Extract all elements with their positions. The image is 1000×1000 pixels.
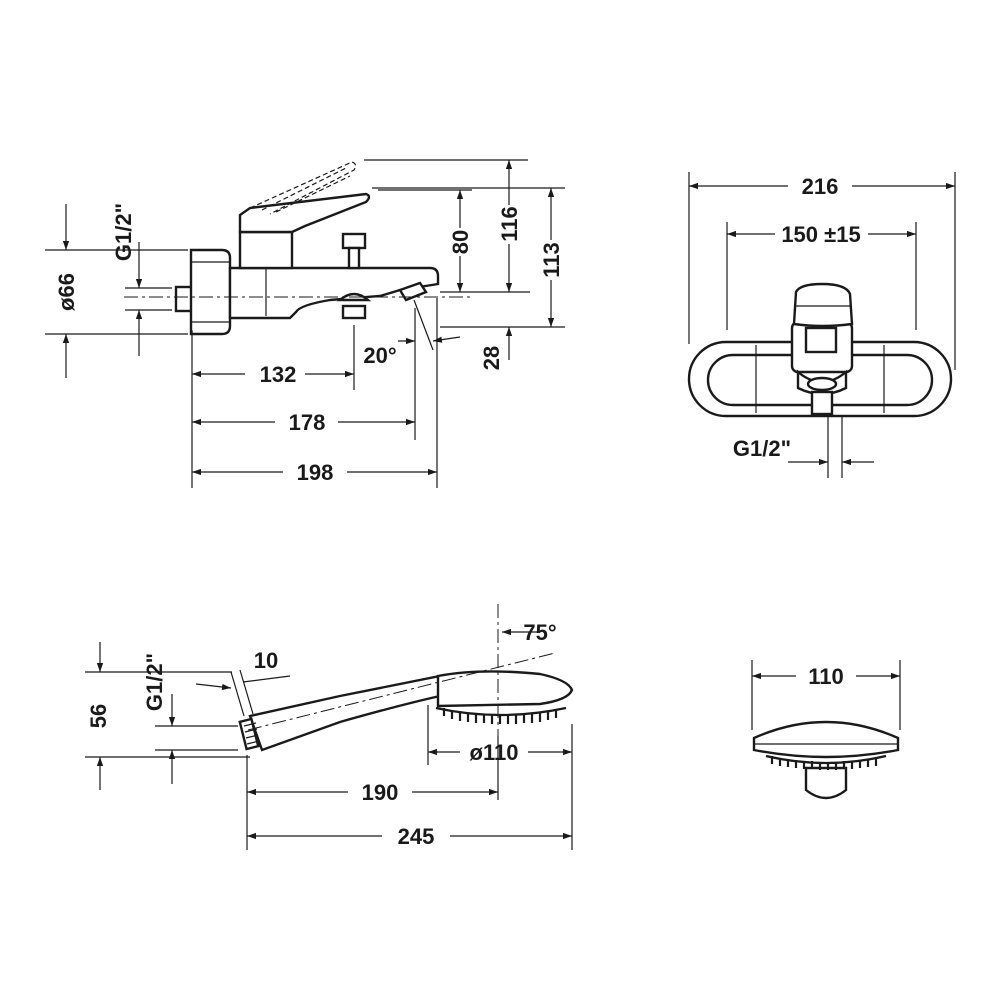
nozzle-row	[442, 708, 558, 724]
hand-shower-handle	[248, 674, 442, 752]
dim-head-front-110: 110	[808, 664, 844, 689]
dim-hand-thread: G1/2"	[142, 653, 167, 711]
dim-front-thread: G1/2"	[733, 436, 791, 461]
lever-front	[792, 282, 854, 328]
dim-angle-20: 20°	[363, 343, 396, 368]
cartridge-housing	[238, 230, 294, 270]
dim-angle-75: 75°	[523, 620, 556, 645]
outlet-front	[810, 390, 834, 416]
lever-handle	[238, 192, 371, 234]
shower-head-front-face	[752, 720, 900, 759]
lever-alt-position	[249, 161, 357, 215]
shower-stem	[804, 766, 848, 800]
hand-shower-head	[436, 670, 574, 708]
mixer-front-body	[687, 282, 953, 478]
nozzle-face	[435, 706, 567, 717]
dim-connection-thread: G1/2"	[111, 203, 136, 261]
side-view: ø66 G1/2" 80 116 113 28 20° 132 178	[45, 159, 565, 488]
dim-132: 132	[260, 362, 297, 387]
dim-150-tolerance: 150 ±15	[781, 222, 860, 247]
diverter-front	[804, 326, 838, 354]
dim-245: 245	[398, 824, 435, 849]
front-view: 216 150 ±15 G1/2"	[687, 172, 956, 478]
dim-10: 10	[254, 648, 278, 673]
dim-198: 198	[297, 460, 334, 485]
mixer-housing	[228, 266, 440, 320]
hose-outlet	[341, 304, 367, 320]
wall-rosette	[189, 248, 232, 336]
dim-28: 28	[479, 346, 504, 370]
dim-head-diameter: ø110	[470, 740, 519, 765]
diverter-knob	[341, 232, 367, 250]
dim-113: 113	[539, 242, 564, 278]
dim-diameter-66: ø66	[54, 273, 79, 311]
hand-shower-body	[238, 604, 574, 752]
mixer-body	[124, 161, 470, 351]
nozzle-row-front	[770, 756, 878, 770]
dim-56: 56	[86, 704, 111, 728]
dim-178: 178	[289, 410, 326, 435]
dim-216: 216	[802, 174, 839, 199]
shower-head-front: 110	[751, 660, 901, 800]
shower-head-front-body	[752, 720, 900, 800]
dim-116: 116	[497, 206, 522, 242]
dim-80: 80	[448, 230, 473, 254]
dim-190: 190	[362, 780, 399, 805]
hand-shower-side: 75° 10 G1/2" 56 ø110 190 245	[85, 604, 574, 850]
